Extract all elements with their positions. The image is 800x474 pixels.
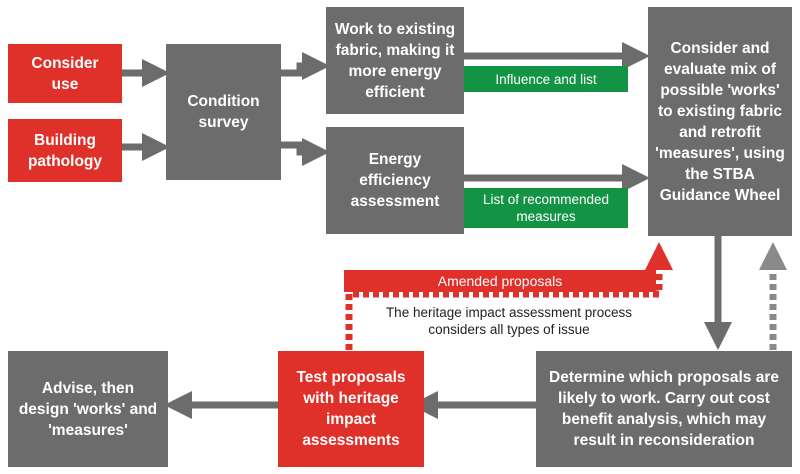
amended-proposals-label: Amended proposals — [437, 272, 563, 289]
condition-survey-box: Condition survey — [166, 44, 281, 180]
influence-list-label: Influence and list — [495, 71, 597, 87]
consider-use-box: Consider use — [8, 44, 122, 103]
arrow-survey-to-work — [281, 52, 330, 80]
recommended-measures-label: List of recommended measures — [482, 192, 610, 224]
consider-evaluate-label: Consider and evaluate mix of possible 'w… — [655, 39, 785, 204]
consider-evaluate-box: Consider and evaluate mix of possible 'w… — [648, 7, 792, 236]
work-existing-fabric-label: Work to existing fabric, making it more … — [334, 20, 456, 101]
building-pathology-label: Building pathology — [27, 131, 103, 170]
amended-proposals-label-box: Amended proposals — [344, 270, 656, 292]
condition-survey-label: Condition survey — [187, 93, 260, 131]
consider-use-label: Consider use — [31, 54, 99, 93]
advise-design-box: Advise, then design 'works' and 'measure… — [8, 351, 168, 467]
test-proposals-box: Test proposals with heritage impact asse… — [278, 351, 424, 467]
building-pathology-box: Building pathology — [8, 119, 122, 182]
energy-efficiency-assessment-label: Energy efficiency assessment — [350, 151, 440, 210]
arrow-survey-to-energy — [281, 138, 330, 166]
advise-design-label: Advise, then design 'works' and 'measure… — [18, 379, 158, 439]
recommended-measures-label-box: List of recommended measures — [464, 188, 628, 228]
work-existing-fabric-box: Work to existing fabric, making it more … — [326, 7, 464, 114]
determine-proposals-box: Determine which proposals are likely to … — [536, 351, 792, 467]
energy-efficiency-assessment-box: Energy efficiency assessment — [326, 127, 464, 234]
arrow-test-to-evaluate-dotted — [345, 242, 673, 350]
determine-proposals-label: Determine which proposals are likely to … — [549, 369, 779, 449]
influence-list-label-box: Influence and list — [464, 66, 628, 92]
heritage-note: The heritage impact assessment process c… — [385, 305, 633, 337]
test-proposals-label: Test proposals with heritage impact asse… — [296, 369, 406, 449]
